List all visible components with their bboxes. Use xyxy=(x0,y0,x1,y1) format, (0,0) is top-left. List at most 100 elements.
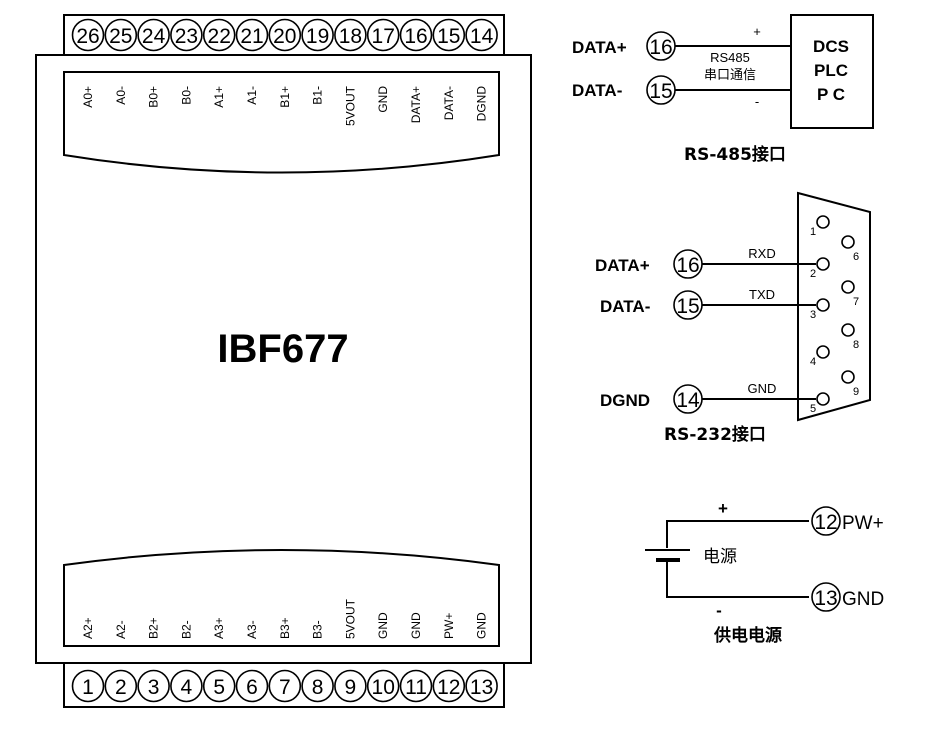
rs232-dgnd-label: DGND xyxy=(600,391,650,410)
db9-pin-8 xyxy=(841,323,855,337)
bottom-terminal-label-1: A2- xyxy=(114,620,128,639)
terminal-pin-20 xyxy=(268,18,302,52)
terminal-pin-12-num: 12 xyxy=(437,676,460,699)
db9-pin-9 xyxy=(841,370,855,384)
terminal-pin-5-num: 5 xyxy=(213,676,225,699)
top-terminal-label-9: GND xyxy=(376,86,390,113)
rs485-minus-sign: - xyxy=(755,94,759,109)
terminal-pin-4-num: 4 xyxy=(181,676,193,699)
db9-pin-2 xyxy=(816,257,830,271)
terminal-pin-6-num: 6 xyxy=(246,676,258,699)
rs485-plus-sign: + xyxy=(753,24,761,39)
db9-pin-1-num: 1 xyxy=(810,226,816,238)
rs485-caption: RS-485接口 xyxy=(684,144,786,165)
terminal-pin-22 xyxy=(202,18,236,52)
bottom-terminal-label-9: GND xyxy=(376,612,390,639)
top-terminal-label-5: A1- xyxy=(245,86,259,105)
terminal-pin-13 xyxy=(465,669,498,703)
rs232-pin-14-num: 14 xyxy=(676,389,700,412)
terminal-pin-9 xyxy=(334,669,367,703)
terminal-pin-11-num: 11 xyxy=(405,676,427,699)
bottom-terminal-label-4: A3+ xyxy=(212,617,226,639)
db9-pin-7-num: 7 xyxy=(853,296,859,308)
top-terminal-label-3: B0- xyxy=(179,86,193,105)
power-pin-13-num: 13 xyxy=(814,587,837,610)
top-terminal-label-0: A0+ xyxy=(81,86,95,108)
db9-pin-7 xyxy=(841,280,855,294)
bottom-terminal-label-2: B2+ xyxy=(147,617,161,639)
terminal-pin-26-num: 26 xyxy=(76,25,99,48)
bottom-label-panel xyxy=(63,549,500,647)
power-section: + - 电源 12 PW+ 13 GND 供电电源 xyxy=(645,499,884,646)
terminal-pin-21 xyxy=(235,18,269,52)
bottom-terminal-label-3: B2- xyxy=(179,620,193,639)
top-terminal-label-6: B1+ xyxy=(278,86,292,108)
terminal-pin-17-num: 17 xyxy=(372,25,395,48)
power-pin-12 xyxy=(811,506,841,536)
power-source-label: 电源 xyxy=(703,547,737,567)
terminal-pin-2 xyxy=(104,669,138,703)
power-pin-13 xyxy=(811,582,841,612)
terminal-pin-18 xyxy=(334,18,367,52)
power-pw-label: PW+ xyxy=(842,513,884,534)
db9-pin-3-num: 3 xyxy=(810,309,816,321)
terminal-pin-8-num: 8 xyxy=(312,676,324,699)
db9-pin-1 xyxy=(816,215,830,229)
terminal-pin-15-num: 15 xyxy=(437,25,460,48)
top-terminal-label-1: A0- xyxy=(114,86,128,105)
terminal-pin-19 xyxy=(301,18,334,52)
power-pin-12-num: 12 xyxy=(814,511,837,534)
terminal-pin-15 xyxy=(432,18,466,52)
power-gnd-label: GND xyxy=(842,589,884,610)
terminal-pin-25-num: 25 xyxy=(109,25,132,48)
power-minus-sign: - xyxy=(716,601,722,620)
bottom-terminal-label-12: GND xyxy=(475,612,489,639)
rs485-section: DATA+ 16 DATA- 15 + - RS485 串口通信 DCS PLC… xyxy=(572,14,874,165)
terminal-pin-1-num: 1 xyxy=(82,676,94,699)
terminal-pin-25 xyxy=(104,18,138,52)
db9-pin-4-num: 4 xyxy=(810,356,816,368)
terminal-pin-24-num: 24 xyxy=(142,25,166,48)
terminal-pin-6 xyxy=(235,669,269,703)
rs485-data-plus-label: DATA+ xyxy=(572,38,627,57)
bottom-terminal-label-0: A2+ xyxy=(81,617,95,639)
device-line-dcs: DCS xyxy=(813,37,849,56)
bottom-terminal-label-7: B3- xyxy=(311,620,325,639)
top-terminal-label-12: DGND xyxy=(475,86,489,122)
rs485-link-label-cn: 串口通信 xyxy=(704,68,756,83)
rs232-pin-15-num: 15 xyxy=(676,295,699,318)
terminal-pin-7 xyxy=(268,669,302,703)
top-label-panel xyxy=(63,71,500,174)
device-line-pc: P C xyxy=(817,85,845,104)
terminal-pin-21-num: 21 xyxy=(240,25,263,48)
rs485-pin-15-num: 15 xyxy=(649,80,672,103)
module-name: IBF677 xyxy=(217,327,348,371)
terminal-pin-16 xyxy=(399,18,433,52)
dcs-plc-device xyxy=(790,14,874,129)
db9-pin-6 xyxy=(841,235,855,249)
bottom-terminal-label-5: A3- xyxy=(245,620,259,639)
db9-pin-8-num: 8 xyxy=(853,339,859,351)
terminal-pin-1 xyxy=(71,669,105,703)
terminal-pin-22-num: 22 xyxy=(208,25,231,48)
terminal-pin-10 xyxy=(366,669,400,703)
rs232-txd-label: TXD xyxy=(749,287,775,302)
rs232-data-minus-label: DATA- xyxy=(600,297,650,316)
top-terminal-label-4: A1+ xyxy=(212,86,226,108)
terminal-pin-13-num: 13 xyxy=(470,676,493,699)
terminal-pin-12 xyxy=(432,669,466,703)
rs232-rxd-label: RXD xyxy=(748,246,775,261)
terminal-pin-9-num: 9 xyxy=(345,676,357,699)
terminal-pin-2-num: 2 xyxy=(115,676,127,699)
db9-connector xyxy=(797,191,871,422)
top-terminal-label-7: B1- xyxy=(311,86,325,105)
rs485-pin-16-num: 16 xyxy=(649,36,672,59)
terminal-pin-3 xyxy=(137,669,170,703)
power-plus-sign: + xyxy=(718,499,728,518)
top-terminal-label-10: DATA+ xyxy=(409,86,423,123)
